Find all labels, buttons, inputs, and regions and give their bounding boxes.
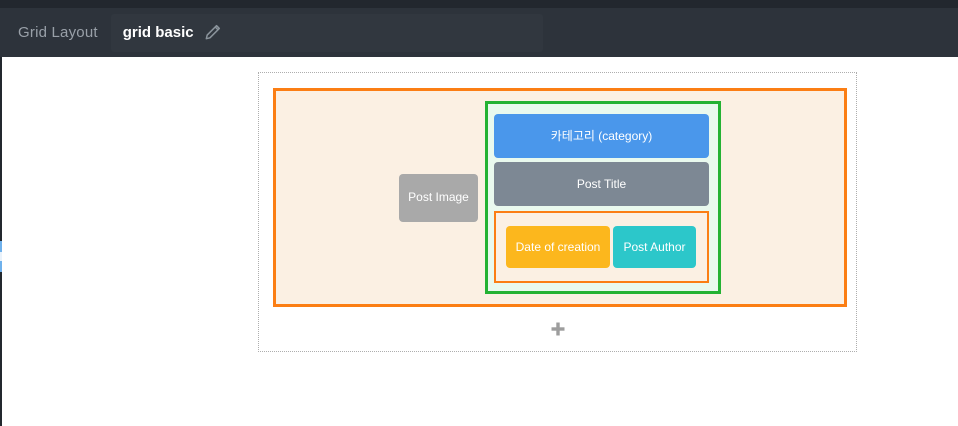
grid-row[interactable]: Post Image 카테고리 (category) Post Title Da… — [273, 88, 847, 307]
plus-icon — [550, 321, 566, 337]
grid-column[interactable]: 카테고리 (category) Post Title Date of creat… — [485, 101, 721, 294]
add-row-button[interactable] — [547, 318, 569, 340]
post-author-block[interactable]: Post Author — [613, 226, 696, 268]
date-of-creation-label: Date of creation — [515, 239, 601, 254]
date-of-creation-block[interactable]: Date of creation — [506, 226, 610, 268]
header-bar: Grid Layout grid basic — [0, 0, 958, 57]
post-author-label: Post Author — [623, 239, 686, 254]
app-title: Grid Layout — [18, 24, 98, 41]
pencil-icon[interactable] — [204, 24, 221, 41]
category-label: 카테고리 (category) — [550, 128, 653, 143]
post-image-label: Post Image — [408, 190, 469, 205]
add-row — [259, 306, 856, 351]
header-top-strip — [0, 0, 958, 8]
header-inner: Grid Layout grid basic — [0, 8, 958, 57]
left-scroll-handle — [0, 261, 2, 272]
post-image-block[interactable]: Post Image — [399, 173, 478, 222]
grid-subrow[interactable]: Date of creation Post Author — [494, 211, 709, 283]
grid-canvas: Post Image 카테고리 (category) Post Title Da… — [258, 72, 857, 352]
layout-name: grid basic — [122, 24, 194, 41]
left-edge-strip — [0, 57, 2, 426]
left-scroll-handle-gap — [0, 252, 2, 261]
left-scroll-handle — [0, 241, 2, 252]
post-title-label: Post Title — [576, 176, 627, 191]
category-block[interactable]: 카테고리 (category) — [494, 114, 709, 158]
layout-name-field[interactable]: grid basic — [110, 13, 543, 52]
post-title-block[interactable]: Post Title — [494, 162, 709, 206]
